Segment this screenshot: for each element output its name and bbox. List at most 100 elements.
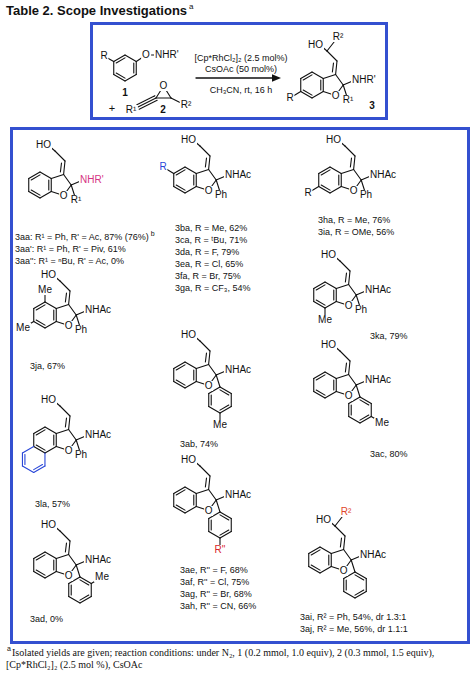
bond (196, 490, 208, 494)
bond (185, 487, 196, 494)
bond (349, 375, 357, 386)
bond (33, 559, 34, 572)
atom-label: O (349, 186, 359, 196)
bond (185, 507, 196, 514)
bond (53, 560, 54, 570)
bond (137, 96, 155, 105)
atom-label: NHAc (84, 430, 112, 440)
bond (28, 179, 29, 192)
compound-entry: 3ag, R'' = Br, 68% (180, 590, 252, 599)
bond (34, 465, 43, 470)
atom-label: Me (94, 572, 110, 582)
bond (196, 494, 197, 507)
bond (196, 170, 208, 174)
atom-label: NHR' (79, 175, 105, 185)
bond (331, 550, 343, 554)
bond (350, 158, 351, 167)
bond (343, 579, 344, 592)
bond (340, 538, 341, 547)
bond (300, 79, 301, 92)
compound-entry: 3aa: R¹ = Ph, R' = Ac, 87% (76%) (15, 233, 149, 242)
bond (185, 382, 196, 389)
bond (65, 543, 66, 552)
bond (320, 567, 331, 574)
compound-entry: 3aa': R¹ = Ph, R' = Piv, 61% (15, 245, 126, 254)
bond (60, 531, 70, 541)
atom-label: O (204, 506, 214, 516)
bond (80, 580, 89, 585)
bond (327, 51, 337, 61)
atom-label: NHAc (84, 305, 112, 315)
bond (345, 363, 346, 372)
bond (313, 379, 314, 392)
bond (323, 79, 324, 92)
bond (336, 285, 348, 289)
atom-label: HO (180, 455, 197, 465)
bond (80, 595, 89, 600)
bond (321, 170, 330, 175)
atom-label: NHAc (224, 170, 252, 180)
compound-entry: 3ah, R'' = CN, 66% (180, 602, 256, 611)
compound-entry: 3ea, R = Cl, 65% (175, 260, 243, 269)
atom-label: R (158, 162, 167, 172)
bond (349, 417, 360, 424)
bond (22, 453, 23, 466)
bond (332, 63, 333, 72)
bond (308, 554, 309, 567)
bond (354, 156, 355, 170)
bond (33, 309, 34, 322)
bond (91, 584, 92, 597)
bond (325, 302, 336, 309)
bond (216, 500, 220, 512)
bond (209, 156, 210, 170)
atom-label: R'' (213, 545, 226, 555)
bond (36, 430, 45, 435)
bond (56, 430, 68, 434)
bond (51, 179, 52, 192)
footnote: Isolated yields are given; reaction cond… (6, 647, 468, 671)
bond (335, 526, 345, 536)
atom-label: 1 (121, 88, 129, 98)
atom-label: NHAc (364, 285, 392, 295)
bond (360, 415, 369, 420)
bond (55, 151, 65, 161)
bond (338, 175, 339, 185)
bond (349, 271, 350, 285)
bond (311, 565, 320, 570)
bond (45, 322, 56, 329)
atom-label: NHAc (364, 375, 392, 385)
atom-label: R¹ (125, 105, 138, 115)
bond (133, 63, 134, 73)
atom-label: Ph (214, 190, 228, 200)
bond (185, 167, 196, 174)
bond (200, 146, 210, 156)
bond (336, 61, 337, 75)
bond (193, 495, 194, 505)
bond (325, 372, 336, 379)
atom-label: Ph (359, 190, 373, 200)
atom-label: HO (315, 515, 332, 525)
bond (36, 445, 45, 450)
atom-label: Me (37, 285, 53, 295)
bond (330, 187, 341, 194)
atom-label: NHAc (369, 170, 397, 180)
bond (316, 375, 325, 380)
bond (125, 55, 136, 62)
bond (200, 466, 210, 476)
bond (366, 579, 367, 592)
bond (321, 185, 330, 190)
atom-label: HO (40, 520, 57, 530)
bond (24, 454, 25, 464)
bond (341, 170, 353, 174)
bond (355, 575, 364, 580)
bond (323, 75, 335, 79)
bond (345, 146, 355, 156)
atom-label: NHAc (359, 550, 387, 560)
atom-label: Me (212, 420, 228, 430)
atom-label: NHAc (224, 365, 252, 375)
bond (196, 365, 208, 369)
bond (40, 192, 51, 199)
bond (36, 320, 45, 325)
bond (176, 170, 185, 175)
bond (22, 447, 33, 454)
